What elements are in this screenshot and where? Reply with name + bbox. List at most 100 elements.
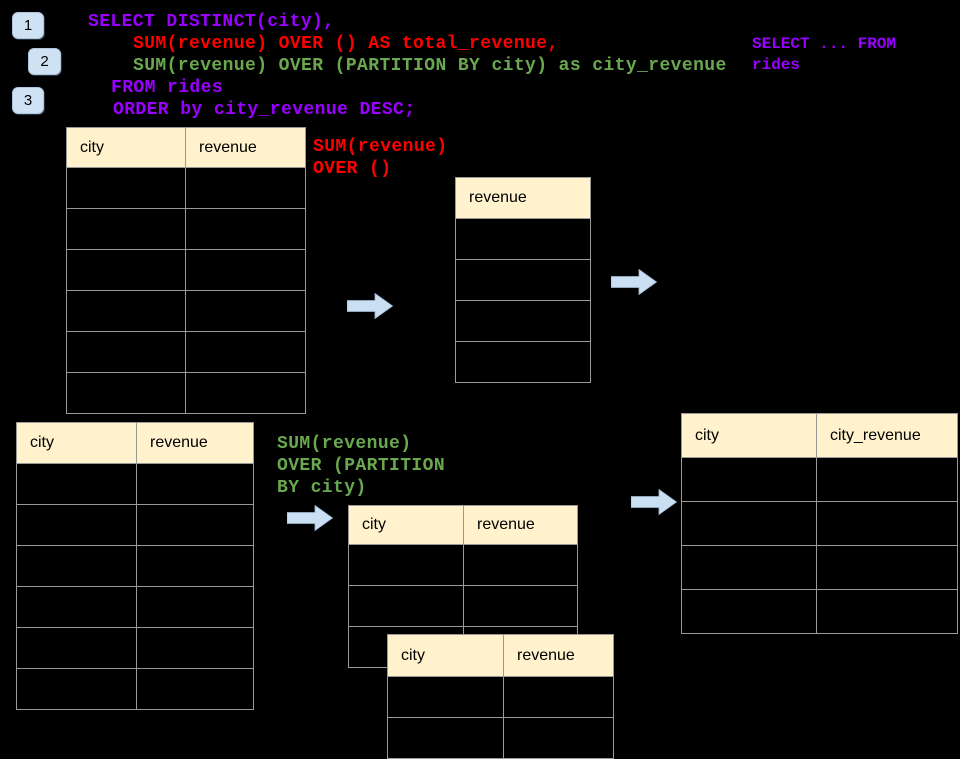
table-row (348, 585, 578, 627)
table-row (387, 717, 614, 759)
empty-cell (387, 717, 504, 759)
code-line: SUM(revenue) (313, 137, 448, 157)
column-header: city_revenue (816, 413, 958, 458)
table-row (455, 259, 591, 301)
empty-cell (66, 208, 186, 250)
column-header: city (66, 127, 186, 168)
column-header: revenue (503, 634, 614, 677)
empty-cell (16, 545, 137, 587)
step-badge-2: 2 (28, 48, 61, 75)
table-row (66, 290, 306, 332)
empty-cell (185, 372, 306, 414)
column-header: city (387, 634, 504, 677)
sql-line-from: FROM rides (111, 78, 224, 98)
table-row (16, 504, 254, 546)
sql-line-partition: SUM(revenue) OVER (PARTITION BY city) as… (133, 56, 727, 76)
empty-cell (816, 501, 958, 546)
table-row (681, 589, 958, 634)
empty-cell (455, 341, 591, 383)
table-row (66, 167, 306, 209)
sql-line-select: SELECT DISTINCT(city), (88, 12, 335, 32)
side-note-select-from-rides: SELECT ... FROM rides (752, 34, 896, 76)
empty-cell (816, 545, 958, 590)
code-line: OVER (PARTITION (277, 456, 446, 476)
empty-cell (455, 300, 591, 342)
table-row (16, 586, 254, 628)
sql-line-order: ORDER by city_revenue DESC; (113, 100, 416, 120)
column-header: city (348, 505, 464, 545)
table-row (16, 668, 254, 710)
column-header: revenue (185, 127, 306, 168)
column-header: revenue (136, 422, 254, 464)
code-line: OVER () (313, 159, 392, 179)
empty-cell (348, 544, 464, 586)
slide-canvas: { "colors": { "background": "#000000", "… (12, 12, 958, 759)
empty-cell (681, 589, 817, 634)
empty-cell (136, 463, 254, 505)
table-row (455, 218, 591, 260)
empty-cell (185, 290, 306, 332)
empty-cell (136, 668, 254, 710)
empty-cell (348, 585, 464, 627)
empty-cell (136, 586, 254, 628)
empty-cell (463, 585, 578, 627)
code-line: SELECT ... FROM (752, 35, 897, 53)
empty-cell (681, 501, 817, 546)
column-header: city (16, 422, 137, 464)
empty-cell (387, 676, 504, 718)
empty-cell (185, 167, 306, 209)
empty-cell (681, 457, 817, 502)
table-row (66, 372, 306, 414)
table-row (455, 300, 591, 342)
table-row (455, 341, 591, 383)
empty-cell (66, 249, 186, 291)
empty-cell (455, 259, 591, 301)
empty-cell (66, 167, 186, 209)
code-line: SUM(revenue) (277, 434, 412, 454)
table-row (66, 249, 306, 291)
step-badge-3: 3 (12, 87, 44, 114)
arrow-right-icon (347, 293, 393, 319)
empty-cell (816, 589, 958, 634)
empty-cell (136, 627, 254, 669)
empty-cell (66, 372, 186, 414)
table-row (66, 331, 306, 373)
table-row (66, 208, 306, 250)
annotation-over-empty: SUM(revenue)OVER () (313, 136, 447, 180)
empty-cell (681, 545, 817, 590)
column-header: revenue (455, 177, 591, 219)
empty-cell (185, 208, 306, 250)
empty-cell (16, 504, 137, 546)
sql-line-total: SUM(revenue) OVER () AS total_revenue, (133, 34, 559, 54)
empty-cell (16, 463, 137, 505)
empty-cell (16, 586, 137, 628)
column-header: revenue (463, 505, 578, 545)
table-row (681, 545, 958, 590)
empty-cell (503, 676, 614, 718)
empty-cell (455, 218, 591, 260)
step-badge-1: 1 (12, 12, 44, 39)
table-row (681, 501, 958, 546)
table-total-revenue: revenue (455, 177, 591, 383)
arrow-right-icon (287, 505, 333, 531)
table-row (348, 544, 578, 586)
empty-cell (185, 249, 306, 291)
empty-cell (66, 331, 186, 373)
empty-cell (16, 627, 137, 669)
code-line: BY city) (277, 478, 367, 498)
empty-cell (136, 545, 254, 587)
column-header: city (681, 413, 817, 458)
empty-cell (463, 544, 578, 586)
table-row (16, 463, 254, 505)
code-line: rides (752, 56, 801, 74)
empty-cell (66, 290, 186, 332)
empty-cell (136, 504, 254, 546)
empty-cell (503, 717, 614, 759)
arrow-right-icon (631, 489, 677, 515)
empty-cell (16, 668, 137, 710)
